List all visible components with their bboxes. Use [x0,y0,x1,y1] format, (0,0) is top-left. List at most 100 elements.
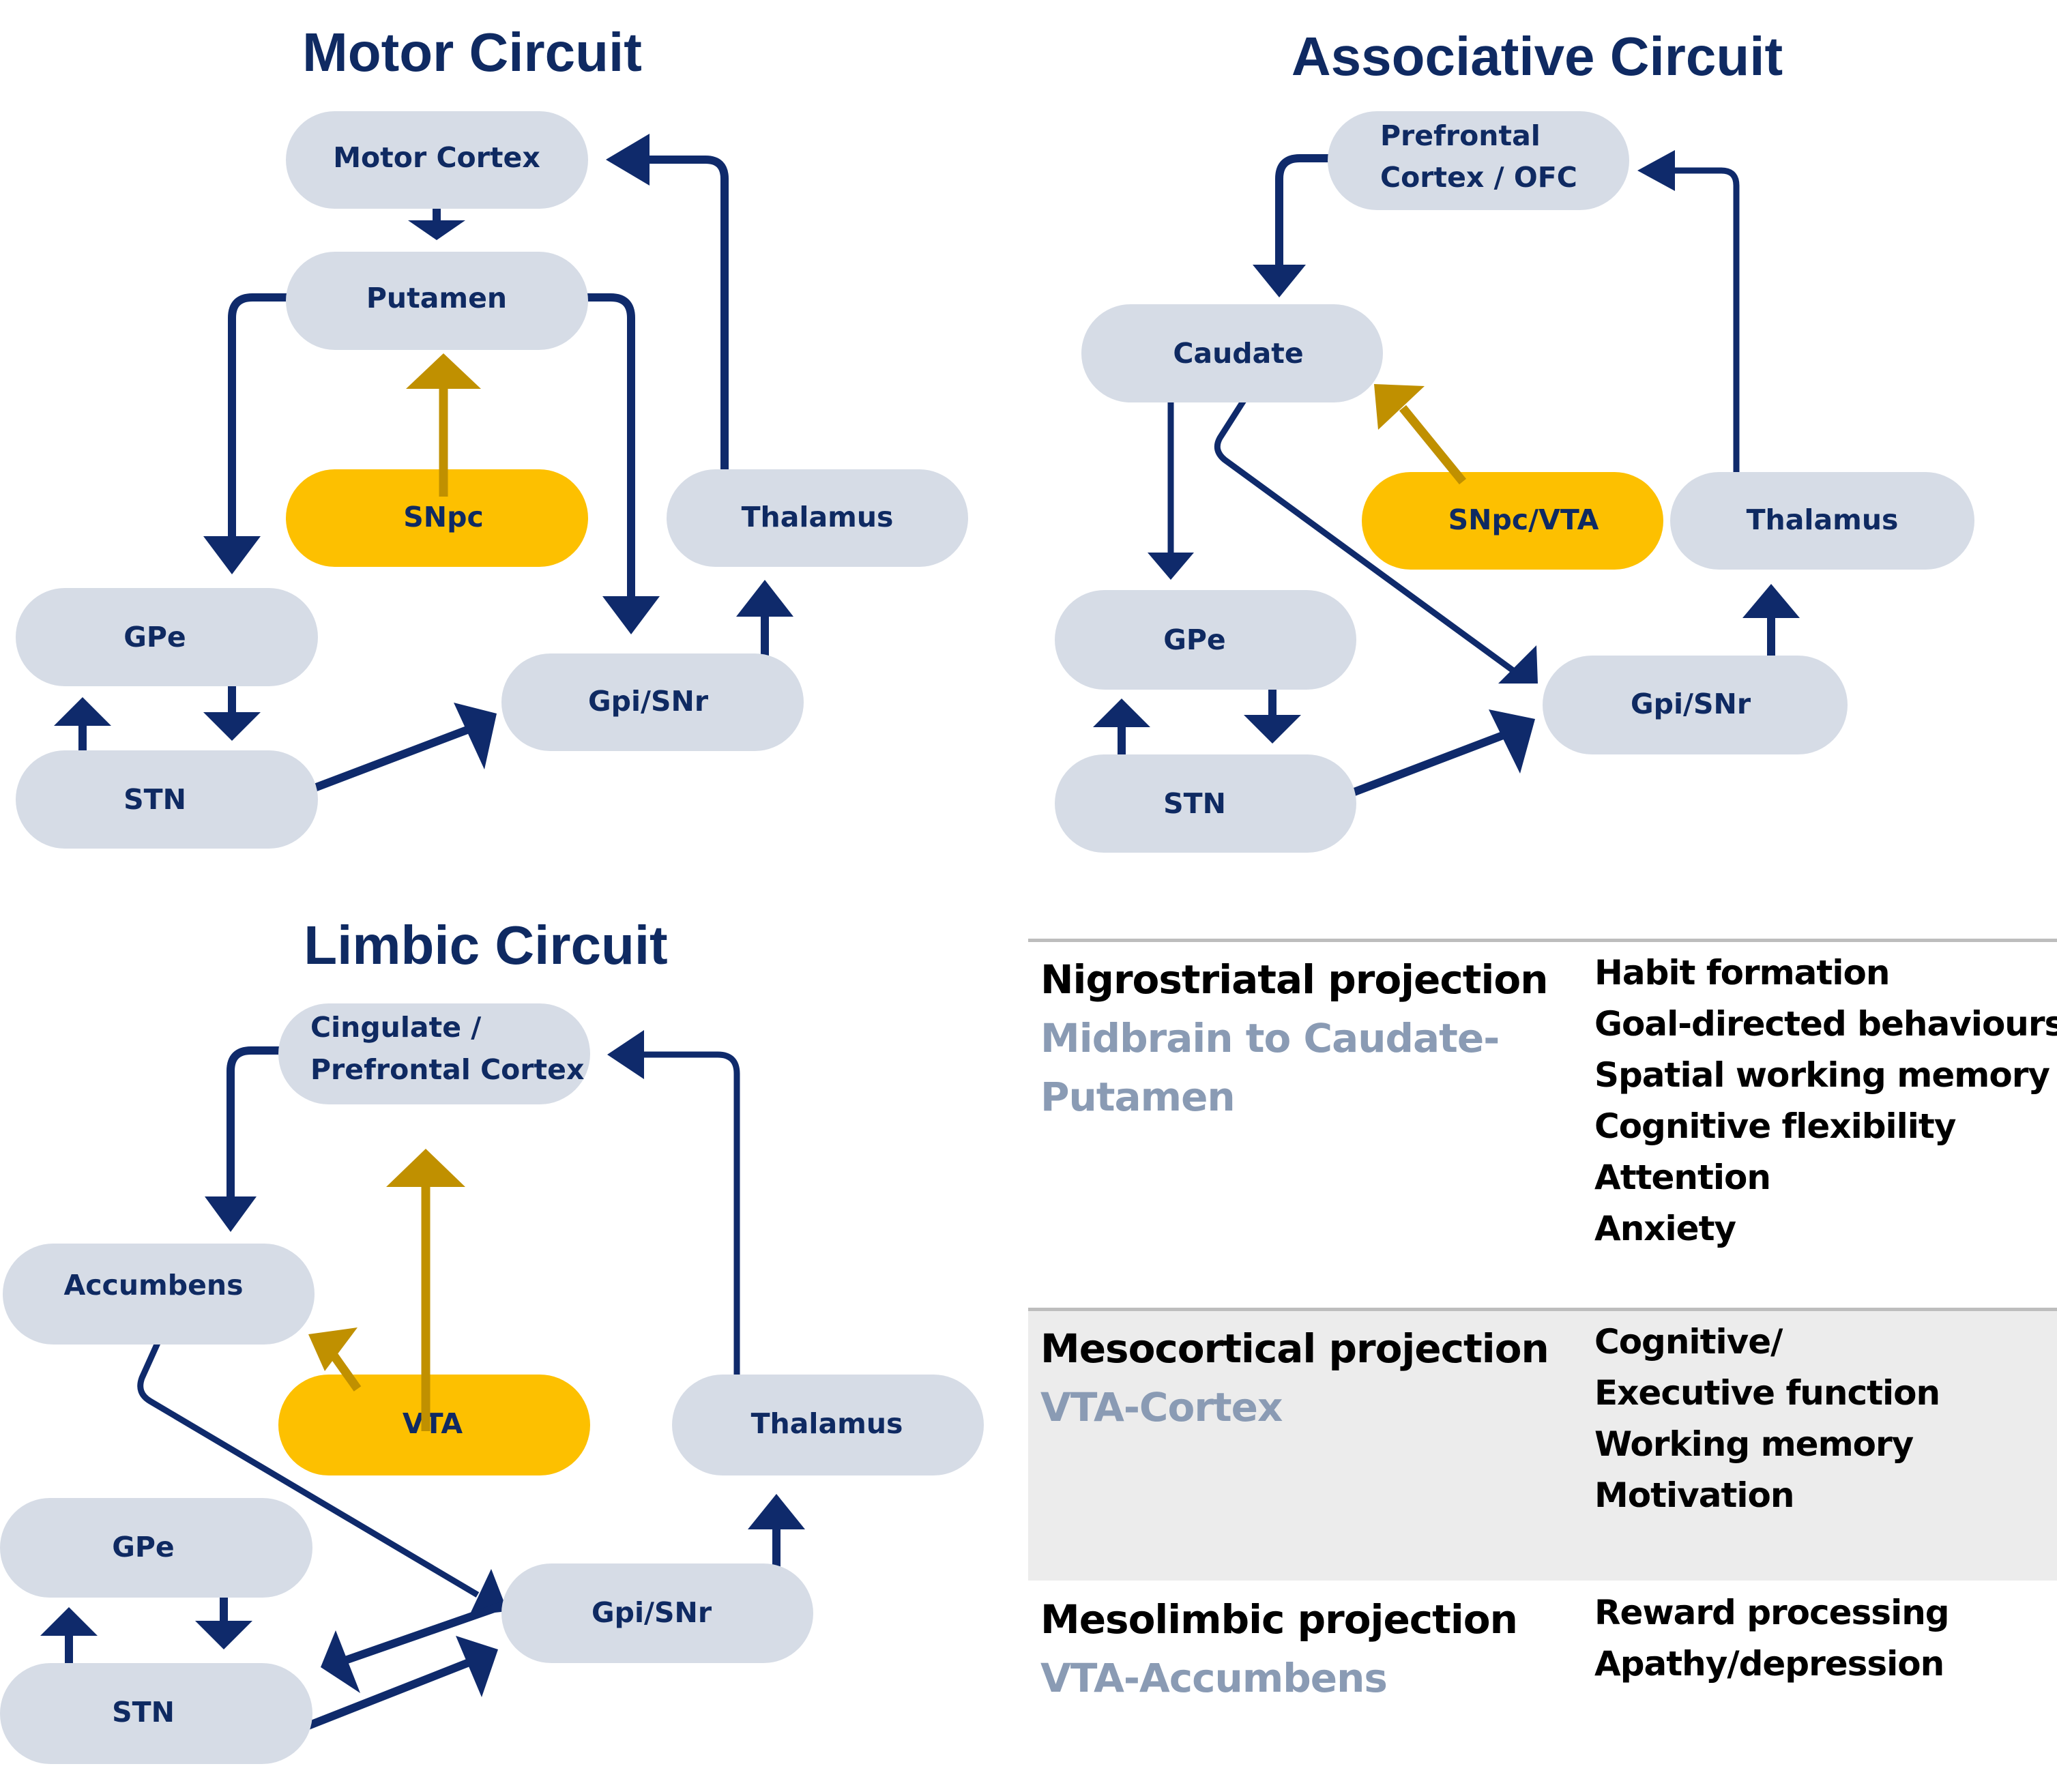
node-accumbens: Accumbens [3,1244,315,1345]
arrow-head [602,596,660,634]
node-putamen: Putamen [286,252,588,350]
node-cingulate-prefrontal-cortex: Cingulate / Prefrontal Cortex [278,1003,590,1104]
arrow-head [1253,265,1306,297]
arrow-head [40,1607,98,1636]
function-item: Attention [1594,1158,1771,1197]
node-gpi-snr: Gpi/SNr [501,653,804,751]
function-list: Reward processing Apathy/depression [1594,1587,1950,1690]
node-label: SNpc/VTA [1448,503,1599,536]
arrow-caudate-to-gpi [1214,396,1518,675]
node-vta: VTA [278,1375,590,1475]
projection-name: Mesolimbic projection [1040,1596,1518,1643]
projection-pathway: VTA-Cortex [1040,1384,1283,1430]
arrow-head [1742,584,1800,618]
node-label: Thalamus [742,501,894,533]
function-item: Motivation [1594,1475,1794,1515]
arrow-head-dopamine [406,353,481,389]
node-stn: STN [1055,754,1356,853]
arrow-cingulate-to-accumbens [227,1046,304,1199]
function-item: Spatial working memory [1594,1055,2050,1095]
node-label: VTA [403,1407,463,1440]
projection-row-nigrostriatal: Nigrostriatal projection Midbrain to Cau… [1028,939,2057,1308]
node-stn: STN [16,750,318,849]
node-label-line1: Prefrontal [1380,119,1541,152]
arrow-head [748,1494,805,1529]
node-caudate: Caudate [1081,304,1383,402]
node-label: SNpc [403,501,484,533]
projection-pathway: Midbrain to Caudate-Putamen [1040,1015,1500,1120]
function-list: Habit formation Goal-directed behaviours… [1594,948,2057,1254]
arrow-stn-to-gpi [289,1658,473,1737]
node-label: STN [1163,787,1226,820]
arrow-stn-to-gpi [1332,730,1508,804]
node-stn: STN [0,1663,312,1764]
arrow-head [321,1630,360,1693]
node-label-line1: Cingulate / [310,1011,481,1044]
function-item: Cognitive flexibility [1594,1106,1956,1146]
node-label: STN [112,1696,175,1729]
arrow-gpi-to-stn [344,1592,531,1664]
arrow-head [1637,150,1675,191]
arrow-head-dopamine [386,1149,465,1187]
arrow-head [736,580,793,617]
projection-name: Nigrostriatal projection [1040,956,1549,1003]
arrow-head [456,1636,498,1697]
node-gpe: GPe [0,1498,312,1598]
arrow-head [203,536,261,574]
projection-heading: Mesocortical projection VTA-Cortex [1040,1319,1549,1437]
limbic-arrows [40,1030,805,1737]
associative-circuit: Associative Circuit [1055,26,1974,853]
node-gpi-snr: Gpi/SNr [1543,656,1848,754]
function-item: Habit formation [1594,953,1890,993]
function-item: Working memory [1594,1424,1914,1464]
projection-heading: Nigrostriatal projection Midbrain to Cau… [1040,950,1549,1126]
node-gpe: GPe [1055,590,1356,690]
node-snpc: SNpc [286,469,588,567]
node-label: Motor Cortex [333,141,540,174]
node-label: Thalamus [1747,503,1899,536]
arrow-head [1489,709,1535,774]
arrow-head-dopamine [308,1327,358,1371]
arrow-head [1244,715,1301,744]
arrow-pfc-to-caudate [1275,154,1354,267]
node-thalamus: Thalamus [672,1375,984,1475]
node-label: Gpi/SNr [588,685,709,718]
limbic-circuit: Limbic Circuit [0,915,984,1764]
arrow-putamen-to-gpi [558,293,635,599]
function-list: Cognitive/ Executive function Working me… [1594,1317,1940,1521]
node-label: Putamen [366,282,507,314]
associative-arrows [1093,150,1800,804]
arrow-head [606,134,650,186]
node-label: Gpi/SNr [592,1596,712,1629]
node-label: GPe [1163,623,1226,656]
node-gpi-snr: Gpi/SNr [501,1563,813,1663]
function-item: Reward processing [1594,1593,1950,1632]
node-label-line2: Prefrontal Cortex [310,1053,584,1086]
arrow-head [607,1030,644,1079]
function-item: Anxiety [1594,1209,1736,1248]
arrow-accumbens-to-gpi [137,1322,480,1598]
projection-name: Mesocortical projection [1040,1325,1549,1372]
function-item: Apathy/depression [1594,1644,1944,1684]
projection-pathway: VTA-Accumbens [1040,1655,1388,1701]
arrow-head [203,712,261,741]
arrow-head [454,703,497,769]
projection-heading: Mesolimbic projection VTA-Accumbens [1040,1590,1545,1707]
arrow-thalamus-to-motor-cortex [647,156,729,506]
arrow-head-dopamine [1374,384,1425,430]
node-label: Accumbens [64,1269,244,1302]
arrow-putamen-to-gpe [228,293,312,539]
node-thalamus: Thalamus [1670,472,1974,570]
dopamine-projection-table: Nigrostriatal projection Midbrain to Cau… [1028,939,2057,1785]
arrow-vta-to-accumbens [330,1353,362,1392]
associative-circuit-title: Associative Circuit [1292,26,1783,87]
arrow-stn-to-gpi [293,724,473,799]
arrow-snpc-vta-to-caudate [1399,405,1467,485]
node-label: Gpi/SNr [1631,688,1751,720]
arrow-head [54,697,111,726]
node-label: Caudate [1173,337,1303,370]
node-motor-cortex: Motor Cortex [286,111,588,209]
motor-circuit: Motor Circuit [16,22,968,849]
projection-row-mesocortical: Mesocortical projection VTA-Cortex Cogni… [1028,1308,2057,1581]
